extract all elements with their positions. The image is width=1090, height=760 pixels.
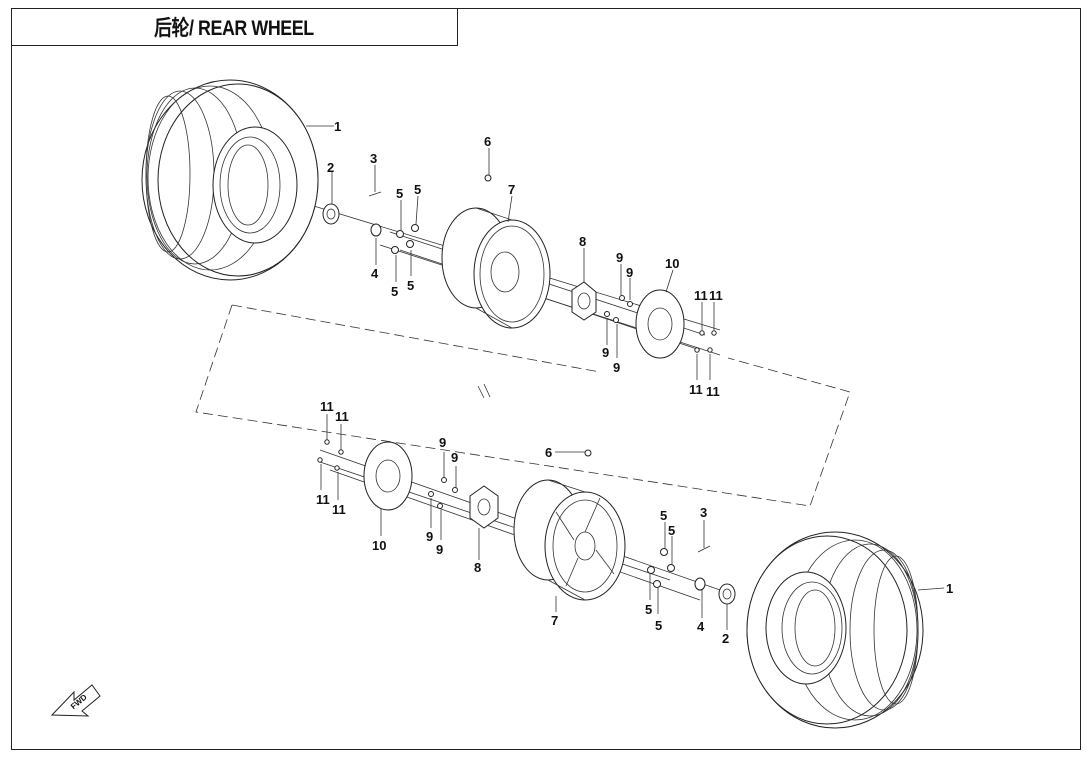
drawing-frame — [11, 8, 1081, 750]
callout-9: 9 — [426, 529, 433, 544]
callout-9: 9 — [436, 542, 443, 557]
callout-7: 7 — [551, 613, 558, 628]
disc-bolts — [694, 330, 717, 353]
brake-disc — [363, 441, 413, 511]
callout-6: 6 — [484, 134, 491, 149]
hub-studs — [428, 477, 458, 509]
callout-10: 10 — [372, 538, 386, 553]
valve — [484, 174, 492, 182]
washer — [370, 223, 382, 237]
callout-9: 9 — [602, 345, 609, 360]
callout-1: 1 — [946, 581, 953, 596]
callout-5: 5 — [668, 523, 675, 538]
tire — [746, 531, 924, 729]
callout-5: 5 — [660, 508, 667, 523]
callout-9: 9 — [626, 265, 633, 280]
valve — [584, 449, 592, 457]
bottom-assembly — [317, 439, 924, 729]
bottom-leaders — [320, 414, 945, 630]
cotter-pin — [697, 545, 711, 553]
callout-11: 11 — [316, 492, 330, 507]
top-callouts: 1 2 3 4 5 5 5 5 6 7 8 9 9 9 9 10 11 11 1… — [327, 119, 723, 399]
disc-bolts — [317, 439, 344, 471]
callout-5: 5 — [414, 182, 421, 197]
callout-1: 1 — [334, 119, 341, 134]
bottom-callouts: 11 11 11 11 10 9 9 9 9 8 6 7 5 5 5 5 3 4… — [316, 399, 953, 646]
washer — [694, 577, 706, 591]
callout-3: 3 — [370, 151, 377, 166]
callout-10: 10 — [665, 256, 679, 271]
callout-2: 2 — [722, 631, 729, 646]
lug-nuts — [647, 548, 675, 588]
callout-5: 5 — [645, 602, 652, 617]
callout-11: 11 — [320, 399, 334, 414]
brake-disc — [635, 289, 685, 359]
page-title: 后轮/ REAR WHEEL — [154, 16, 314, 40]
callout-4: 4 — [371, 266, 379, 281]
callout-11: 11 — [335, 409, 349, 424]
callout-11: 11 — [694, 288, 708, 303]
callout-11: 11 — [706, 384, 720, 399]
top-assembly — [141, 79, 721, 359]
cotter-pin — [368, 191, 382, 197]
callout-8: 8 — [579, 234, 586, 249]
callout-9: 9 — [439, 435, 446, 450]
wheel-hub — [469, 485, 499, 529]
callout-11: 11 — [709, 288, 723, 303]
lug-nuts — [391, 224, 419, 254]
callout-5: 5 — [407, 278, 414, 293]
hub-cap-nut — [718, 583, 736, 605]
wheel-rim — [441, 207, 551, 329]
callout-4: 4 — [697, 619, 705, 634]
callout-9: 9 — [613, 360, 620, 375]
hub-cap-nut — [322, 203, 340, 225]
title-block: 后轮/ REAR WHEEL — [11, 8, 458, 46]
axis-continuation-box — [195, 304, 851, 507]
fwd-arrow-icon: FWD — [50, 684, 101, 717]
callout-6: 6 — [545, 445, 552, 460]
callout-11: 11 — [332, 502, 346, 517]
callout-7: 7 — [508, 182, 515, 197]
callout-5: 5 — [391, 284, 398, 299]
top-leaders — [306, 125, 715, 380]
wheel-rim — [513, 479, 626, 601]
callout-3: 3 — [700, 505, 707, 520]
callout-2: 2 — [327, 160, 334, 175]
tire — [141, 79, 319, 281]
callout-8: 8 — [474, 560, 481, 575]
callout-9: 9 — [451, 450, 458, 465]
callout-5: 5 — [655, 618, 662, 633]
callout-5: 5 — [396, 186, 403, 201]
callout-9: 9 — [616, 250, 623, 265]
hub-studs — [604, 295, 633, 323]
wheel-hub — [571, 281, 597, 321]
callout-11: 11 — [689, 382, 703, 397]
